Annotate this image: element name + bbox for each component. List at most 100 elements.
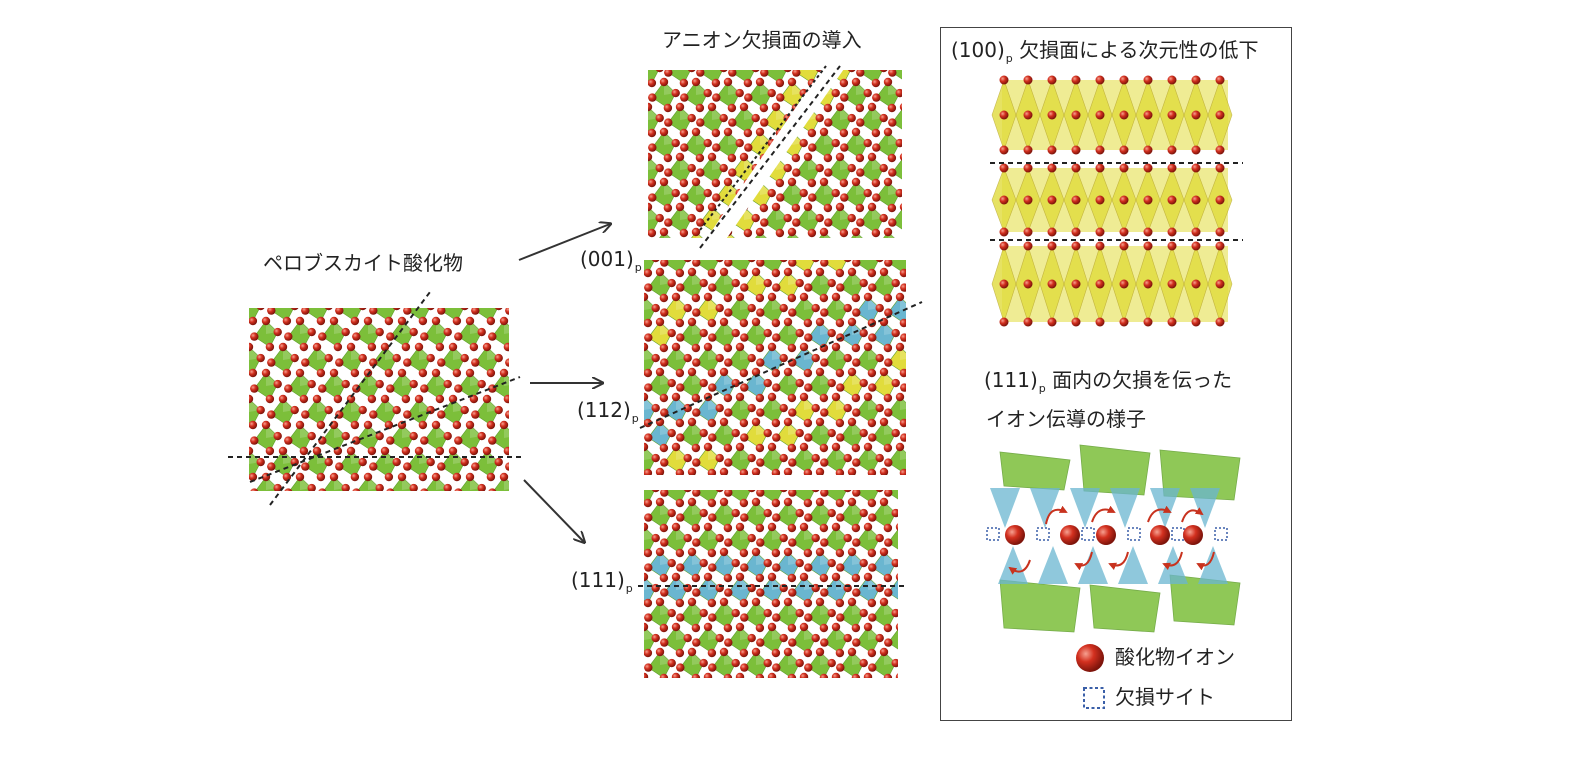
oxide-ion [505,308,509,315]
curved-arrow-icon [1196,551,1215,571]
oxide-ion [656,698,664,706]
oxide-ion [723,177,733,187]
oxide-ion [632,304,640,312]
oxide-ion [747,633,756,643]
oxide-ion [815,317,825,327]
oxide-ion [851,443,861,453]
octahedron [203,295,226,321]
octahedron [616,452,639,478]
octahedron [887,529,898,550]
oxide-ion [223,406,231,414]
oxide-ion [735,138,744,148]
oxide-ion [916,544,924,552]
oxide-ion [795,508,804,518]
oxide-ion [522,488,530,496]
oxide-ion [676,663,685,672]
oxide-ion [699,328,708,338]
oxide-ion [385,577,393,585]
oxide-ion [811,303,820,313]
oxide-ion [884,358,893,367]
oxide-ion [660,408,669,417]
oxide-ion [847,213,856,223]
oxide-ion [820,688,828,696]
oxide-ion [687,647,697,657]
oxide-ion [835,468,845,475]
oxide-ion [342,276,350,284]
oxide-ion [1047,195,1057,205]
oxide-ion [486,472,496,482]
oxide-ion [228,265,236,273]
oxide-ion [719,597,729,607]
oxide-ion [628,538,636,546]
oxide-ion [580,484,588,492]
oxide-ion [751,597,761,607]
oxide-ion [1023,195,1033,205]
oxide-ion [546,380,554,388]
oxide-ion [699,428,708,438]
oxide-ion [891,558,898,568]
oxide-ion [335,308,344,315]
oxide-ion [608,523,616,531]
oxide-ion [668,229,676,237]
oxide-ion [924,709,932,717]
oxide-ion [704,723,712,731]
octahedron [903,434,906,440]
oxide-ion [904,129,912,137]
oxide-ion [551,551,559,559]
oxide-ion [352,436,361,445]
oxide-ion [443,379,452,389]
oxide-ion [1143,317,1153,327]
oxide-ion [512,380,520,388]
oxide-ion [466,525,474,533]
oxide-ion [486,316,496,326]
octahedron [616,422,639,448]
oxide-ion [771,548,781,558]
oxide-ion [783,367,793,377]
oxide-ion [449,499,457,507]
octahedron [203,451,226,477]
oxide-ion [899,418,906,428]
oxide-ion [512,276,520,284]
oxide-ion [454,280,462,288]
oxide-ion [273,379,282,389]
oxide-ion [900,649,908,657]
oxide-ion [800,723,808,731]
oxide-ion [884,638,893,647]
oxide-ion [708,749,716,757]
oxide-ion [756,738,764,746]
oxide-ion [820,638,829,647]
oxide-ion [386,384,395,393]
oxide-ion [608,293,616,301]
oxide-ion [904,193,912,201]
oxide-ion [843,533,852,543]
oxide-ion [792,54,800,62]
oxide-ion [448,394,458,404]
oxide-ion [900,499,908,507]
oxide-ion [522,540,530,548]
oxide-ion [924,329,932,337]
oxide-ion [282,472,292,482]
oxide-ion [687,317,697,327]
oxide-ion [393,510,401,518]
oxide-ion [352,540,360,548]
oxide-ion [465,420,475,430]
oxide-ion [799,522,809,532]
oxide-ion [503,394,509,404]
oxide-ion [863,672,873,678]
octahedron [866,676,870,678]
oxide-ion [295,472,305,482]
oxide-ion [820,588,829,597]
oxide-ion [249,472,258,482]
oxide-ion [199,358,207,366]
oxide-ion [708,433,717,442]
oxide-ion [811,403,820,413]
oxide-ion [313,291,321,299]
oxide-ion [573,358,581,366]
oxide-ion [1047,227,1057,237]
oxide-ion [534,317,542,325]
oxide-ion [851,623,861,633]
octahedron [908,82,931,108]
oxide-ion [867,268,877,278]
oxide-ion [847,467,857,475]
oxide-ion [783,647,793,657]
